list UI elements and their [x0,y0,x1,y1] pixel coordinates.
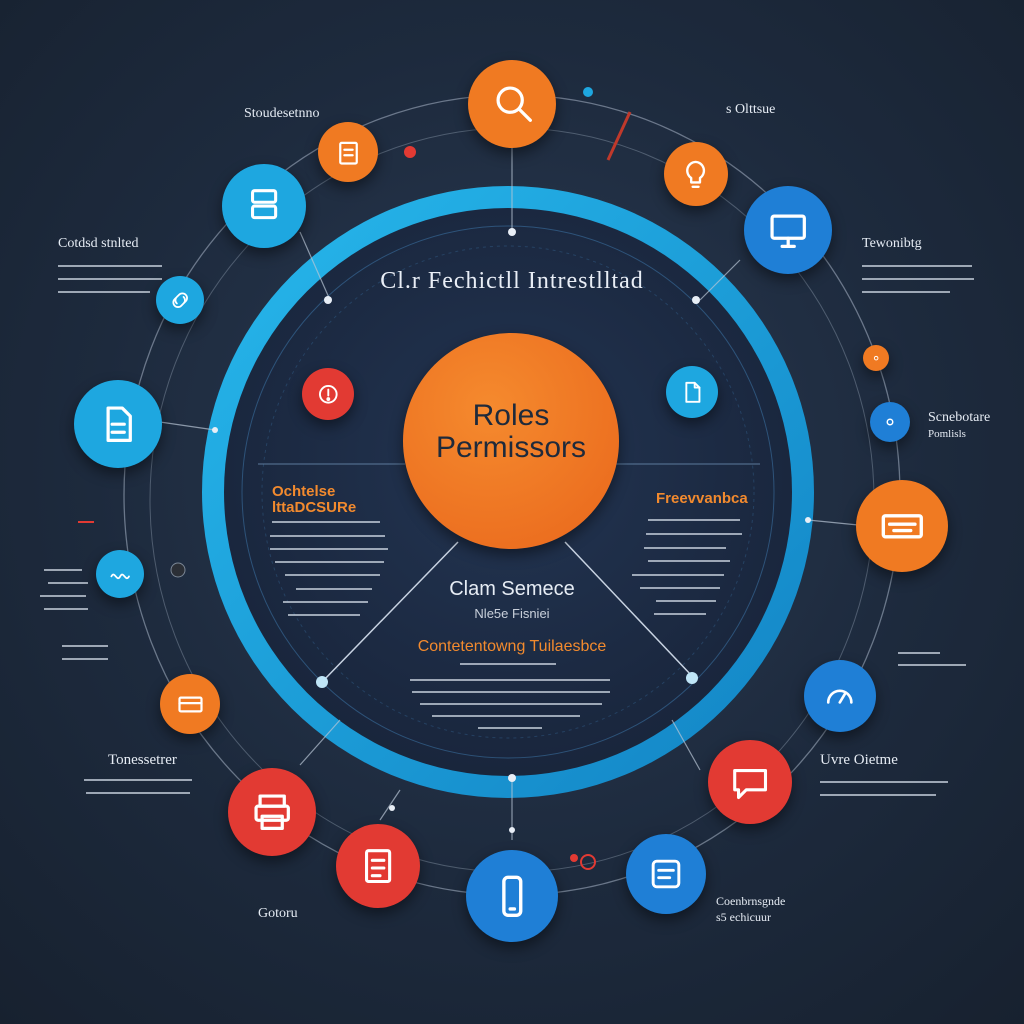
magnifier-icon [496,86,532,122]
node-small-blue[interactable] [870,402,910,442]
monitor-icon [770,214,806,248]
inner-guide-circle-2 [261,245,755,739]
wave-icon [110,573,130,579]
lightbulb-icon [686,161,706,189]
node-monitor[interactable] [744,186,832,274]
gauge-icon [827,689,853,704]
node-form[interactable] [336,824,420,908]
dot-icon [886,418,894,426]
alert-icon [318,384,338,404]
ring-title: Cl.r Fechictll Intrestlltad [380,268,644,294]
link-icon [172,292,188,308]
node-small-orange[interactable] [863,345,889,371]
label-top-left: Stoudesetnno [244,106,320,121]
center-node[interactable] [403,333,619,549]
file-icon [685,381,701,403]
node-chat-red[interactable] [708,740,792,824]
node-file-inner[interactable] [666,366,718,418]
dot-icon [873,355,879,361]
inner-left-heading-line2: lttaDCSURe [272,499,357,516]
node-clipboard-top[interactable] [318,122,378,182]
center-title-line1: Roles [472,399,550,432]
inner-lower-title: Clam Semece [449,578,575,600]
inner-right-heading: Freevvanbca [656,490,748,507]
inner-left-heading: Ochtelse lttaDCSURe [272,484,356,516]
label-left-lower: Tonessetrer [108,752,177,768]
connector-dots [212,228,811,833]
label-right-middle-sub: Pomlisls [928,428,966,440]
divider-diag-right [564,541,693,677]
label-bottom-right: Coenbrnsgnde [716,894,786,908]
node-alert[interactable] [302,368,354,420]
node-printer[interactable] [228,768,316,856]
text-line-placeholders [40,265,974,796]
phone-icon [501,875,523,917]
center-title: Roles Permissors [403,400,619,464]
label-top-right: s Olttsue [726,102,776,117]
accent-marks [78,87,632,870]
node-link[interactable] [156,276,204,324]
node-keyboard[interactable] [856,480,948,572]
node-server[interactable] [222,164,306,248]
label-right-middle: Scnebotare [928,410,991,425]
inner-lower-heading: Contetentowng Tuilaesbce [417,638,607,655]
inner-lower-subtitle: Nle5e Fisniei [474,606,550,621]
node-tablet[interactable] [626,834,706,914]
node-magnifier[interactable] [468,60,556,148]
tablet-icon [651,859,681,889]
node-gauge[interactable] [804,660,876,732]
form-icon [364,849,392,883]
keyboard-icon [881,513,923,539]
printer-icon [254,794,290,830]
label-bottom-left: Gotoru [258,906,298,921]
server-icon [250,189,278,220]
center-title-line2: Permissors [435,431,586,464]
node-phone[interactable] [466,850,558,942]
inner-guide-circle [241,225,775,759]
label-right-lower: Uvre Oietme [820,752,898,768]
node-wave[interactable] [96,550,144,598]
node-card-left[interactable] [160,674,220,734]
document-icon [106,406,132,442]
node-document-left[interactable] [74,380,162,468]
chat-icon [733,768,767,799]
card-icon [177,696,203,712]
divider-diag-left [321,541,459,683]
node-bulb[interactable] [664,142,728,206]
label-bottom-right-sub: s5 echicuur [716,910,771,924]
label-right-upper: Tewonibtg [862,236,922,251]
inner-left-heading-line1: Ochtelse [272,483,336,500]
clipboard-icon [338,141,358,165]
label-left-upper: Cotdsd stnlted [58,236,139,251]
